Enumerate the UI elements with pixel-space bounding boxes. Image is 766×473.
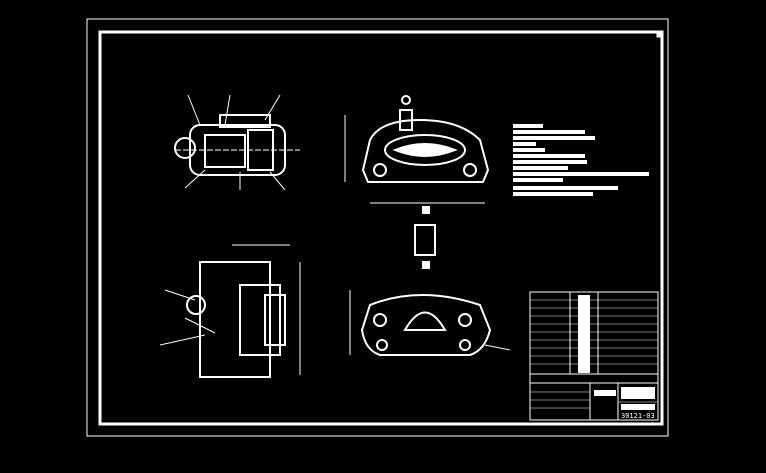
front-view [344, 95, 490, 204]
outer-frame [86, 18, 669, 437]
bottom-view [349, 290, 511, 356]
inner-frame [98, 30, 664, 426]
top-view [174, 94, 300, 191]
title-block [529, 291, 659, 421]
drawing-number: 30121-03 [621, 412, 655, 420]
corner-mark [656, 31, 663, 38]
detail-part [414, 206, 436, 269]
side-view [159, 244, 301, 378]
technical-notes [513, 124, 649, 196]
